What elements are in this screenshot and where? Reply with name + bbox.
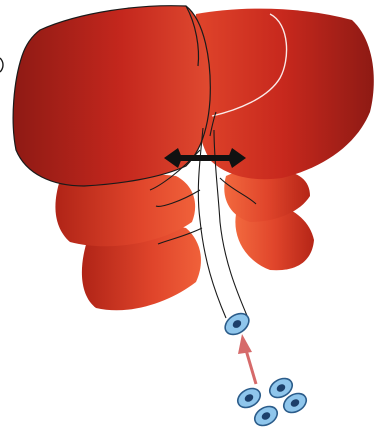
right-upper-lobe: [194, 9, 374, 180]
cell-icon: [251, 403, 280, 429]
edge-mark: [0, 58, 3, 72]
cell-icon: [234, 385, 263, 412]
cell-cluster: [234, 375, 309, 429]
arrow-up-icon: [238, 334, 256, 384]
duct-cell-icon: [221, 309, 253, 339]
double-headed-bar-icon: [164, 148, 246, 168]
